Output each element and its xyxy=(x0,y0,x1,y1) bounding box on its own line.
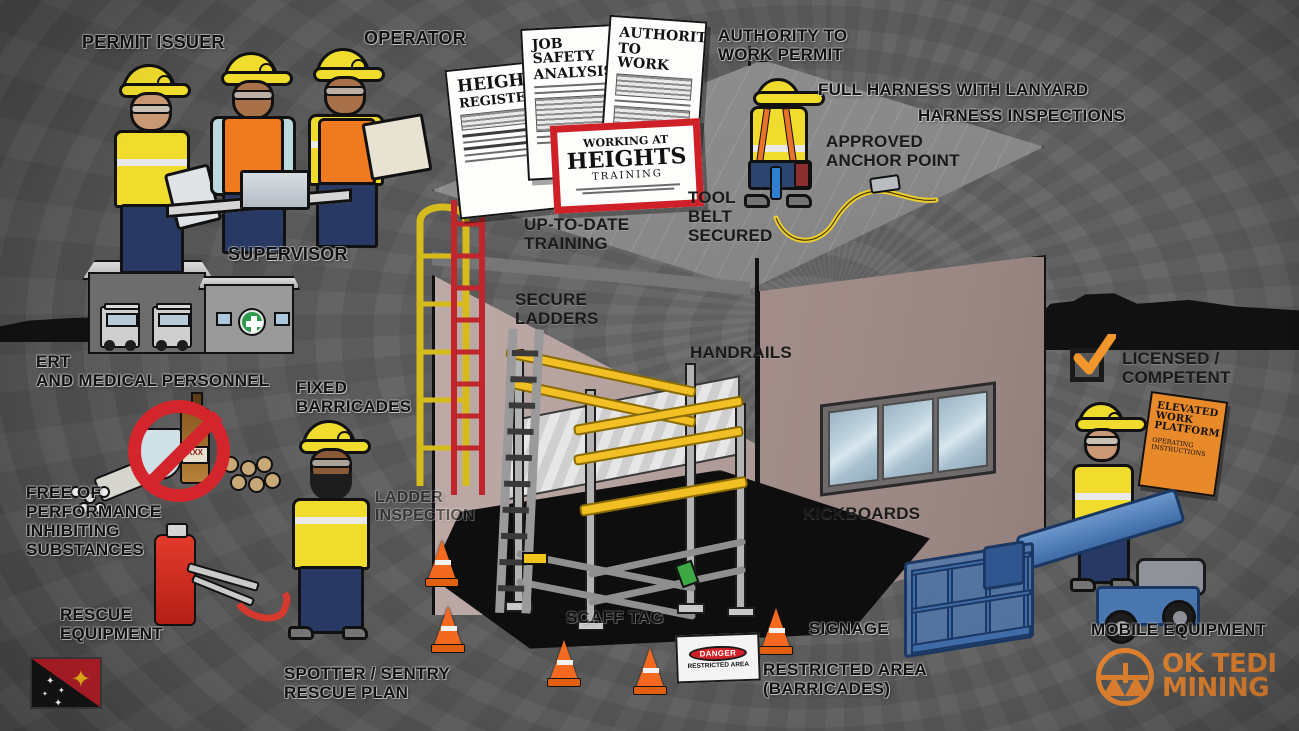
logo-stem xyxy=(1123,663,1128,683)
logo-chevron-left xyxy=(1103,676,1125,696)
pill xyxy=(98,486,110,498)
bird-of-paradise-emblem: ✦ xyxy=(71,668,91,692)
cone-base xyxy=(425,578,459,587)
fixed-wall-ladder xyxy=(451,200,485,495)
ok-tedi-mining-logo: OK TEDI MINING xyxy=(1096,643,1286,711)
lanyard-line xyxy=(773,188,939,243)
southern-cross-star: ✦ xyxy=(46,677,54,687)
cone-stripe xyxy=(769,628,785,633)
traffic-cone xyxy=(633,648,667,695)
office-window-left xyxy=(216,312,232,326)
cone-stripe xyxy=(557,660,573,665)
traffic-cone xyxy=(759,608,793,655)
worker-operator xyxy=(304,48,434,258)
beard xyxy=(310,474,352,500)
cone-stripe xyxy=(643,668,659,673)
betel-nut xyxy=(264,472,281,489)
betel-nut xyxy=(230,474,247,491)
papua-new-guinea-flag-icon: ✦ ✦ ✦ ✦ ✦ xyxy=(30,657,102,709)
office-window-right xyxy=(274,312,290,326)
pill xyxy=(94,502,106,514)
first-aid-cross-icon xyxy=(240,310,264,334)
hard-hat-icon xyxy=(753,78,825,106)
tool-belt-pouch xyxy=(794,162,810,188)
extension-ladder xyxy=(495,328,544,614)
worker-trousers xyxy=(298,566,364,634)
ambulance-windshield xyxy=(106,313,138,327)
ewp-wheel xyxy=(1104,610,1138,644)
safety-glasses-icon xyxy=(310,458,352,468)
cone-stripe xyxy=(441,626,457,631)
sign-leg xyxy=(748,46,751,66)
logo-chevron-right xyxy=(1125,676,1147,696)
ambulance-1 xyxy=(100,303,140,351)
cone-stripe xyxy=(435,560,451,565)
cone-base xyxy=(431,644,465,653)
pill xyxy=(78,502,90,514)
fire-extinguisher-icon xyxy=(154,523,196,626)
ambulance-wheel xyxy=(177,340,188,351)
reflective-stripe xyxy=(117,159,187,166)
safety-glasses-icon xyxy=(130,104,172,114)
ambulance-windshield xyxy=(158,313,190,327)
work-boot xyxy=(744,194,770,208)
tick-icon xyxy=(1073,334,1116,375)
ambulance-wheel xyxy=(156,340,167,351)
cone-base xyxy=(547,678,581,687)
ok-tedi-wordmark: OK TEDI MINING xyxy=(1162,651,1277,701)
building-corner-edge xyxy=(755,258,759,610)
scaffold-frame xyxy=(505,347,755,630)
safety-glasses-icon xyxy=(232,90,274,100)
pill xyxy=(70,486,82,498)
pill xyxy=(84,492,96,504)
reflective-stripe xyxy=(1075,493,1131,500)
traffic-cone xyxy=(547,640,581,687)
southern-cross-star: ✦ xyxy=(58,687,65,695)
fixed-cage-ladder xyxy=(416,203,470,486)
ok-tedi-logo-mark xyxy=(1096,648,1154,706)
work-boot xyxy=(786,194,812,208)
extinguisher-valve xyxy=(166,523,188,538)
ambulance-lightbar xyxy=(104,303,140,310)
reflective-stripe xyxy=(295,517,367,524)
ambulance-2 xyxy=(152,303,192,351)
southern-cross-star: ✦ xyxy=(42,691,48,698)
safety-glasses-icon xyxy=(1084,436,1120,446)
work-boot xyxy=(1070,578,1096,592)
brand-line-1: OK TEDI xyxy=(1162,651,1277,677)
ambulance-lightbar xyxy=(156,303,192,310)
work-boot xyxy=(288,626,314,640)
safety-glasses-icon xyxy=(324,86,366,96)
worker-on-roof-harnessed xyxy=(742,78,825,208)
betel-nut xyxy=(256,456,273,473)
ewp-wheel xyxy=(1162,600,1196,634)
laptop xyxy=(240,170,310,210)
ladder-inspection-tag xyxy=(522,552,548,565)
traffic-cone xyxy=(431,606,465,653)
southern-cross-star: ✦ xyxy=(54,699,62,708)
traffic-cone xyxy=(425,540,459,587)
brand-line-2: MINING xyxy=(1162,675,1277,701)
worker-spotter-sentry xyxy=(282,420,392,640)
harness-backplate xyxy=(770,166,782,200)
garage-bay xyxy=(88,272,206,354)
cone-base xyxy=(633,686,667,695)
ambulance-wheel xyxy=(125,340,136,351)
ert-medical-building xyxy=(82,260,300,364)
ambulance-wheel xyxy=(104,340,115,351)
work-boot xyxy=(342,626,368,640)
reflective-stripe xyxy=(753,145,805,152)
